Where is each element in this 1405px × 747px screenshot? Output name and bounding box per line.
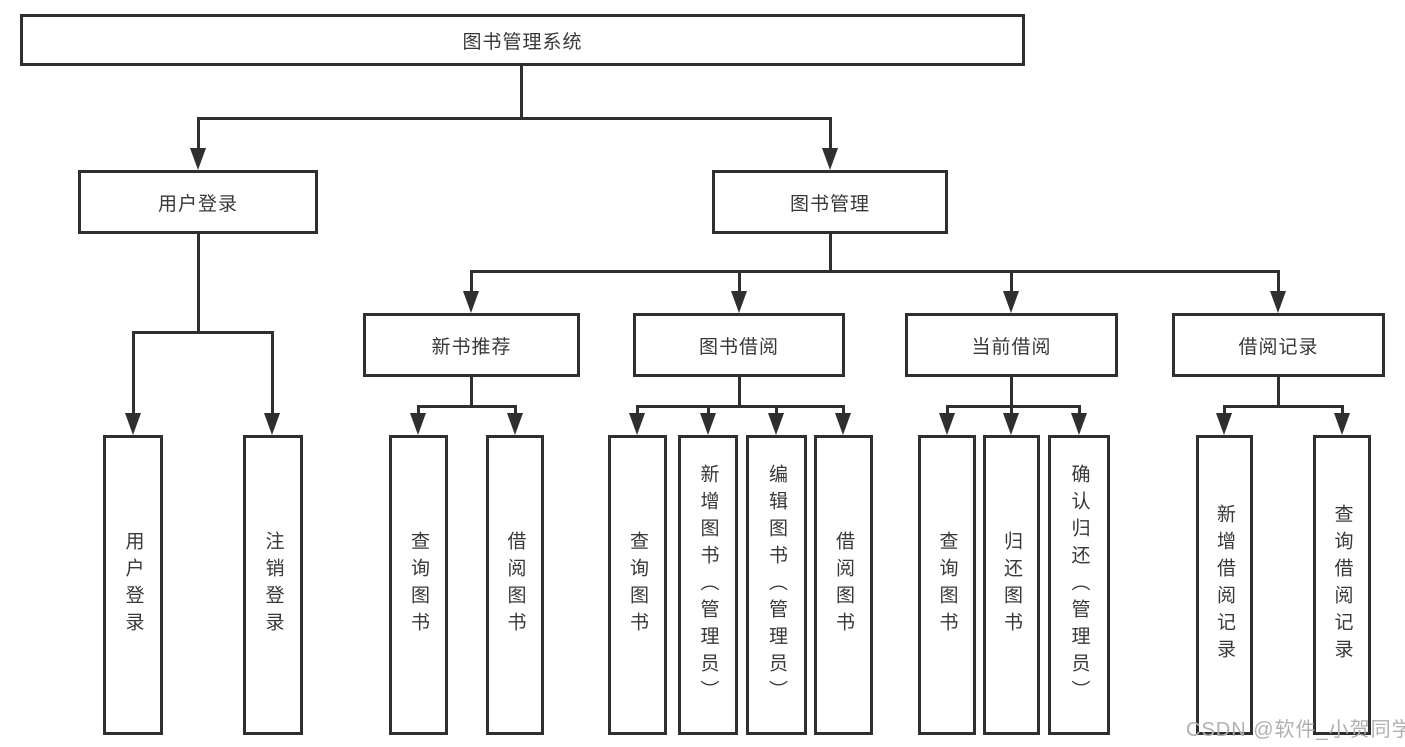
arrowhead-icon: [507, 413, 523, 435]
edge-stub: [514, 405, 517, 415]
arrowhead-icon: [1003, 413, 1019, 435]
arrowhead-icon: [264, 413, 280, 435]
csdn-watermark: CSDN @软件_小贺同学: [1186, 719, 1405, 741]
leaf-add-borrow-record: 新增借阅记录: [1196, 435, 1253, 735]
arrowhead-icon: [410, 413, 426, 435]
edge-new-book-span: [417, 405, 517, 408]
arrowhead-icon: [939, 413, 955, 435]
arrowhead-icon: [1003, 291, 1019, 313]
arrowhead-icon: [731, 291, 747, 313]
edge-current-borrow-span: [946, 405, 1081, 408]
node-new-book-recommend: 新书推荐: [363, 313, 580, 377]
edge-stub: [946, 405, 949, 415]
node-borrow-records: 借阅记录: [1172, 313, 1385, 377]
node-library-management-system: 图书管理系统: [20, 14, 1025, 66]
leaf-logout: 注销登录: [243, 435, 303, 735]
edge-stub: [417, 405, 420, 415]
edge-stub: [842, 405, 845, 415]
edge-borrow-record-span: [1223, 405, 1344, 408]
arrowhead-icon: [1334, 413, 1350, 435]
arrowhead-icon: [1216, 413, 1232, 435]
edge-to-leaf-logout: [271, 331, 274, 415]
arrowhead-icon: [1270, 291, 1286, 313]
arrowhead-icon: [463, 291, 479, 313]
arrowhead-icon: [1071, 413, 1087, 435]
leaf-borrow-books-recommend: 借阅图书: [486, 435, 544, 735]
leaf-borrow-books: 借阅图书: [814, 435, 873, 735]
edge-stub: [775, 405, 778, 415]
edge-stub: [636, 405, 639, 415]
leaf-user-login: 用户登录: [103, 435, 163, 735]
leaf-add-books-admin: 新增图书（管理员）: [678, 435, 738, 735]
edge-to-leaf-user-login: [132, 331, 135, 415]
node-book-management: 图书管理: [712, 170, 948, 234]
edge-stub: [707, 405, 710, 415]
arrowhead-icon: [835, 413, 851, 435]
edge-user-login-span: [132, 331, 274, 334]
edge-book-mgmt-drop: [829, 234, 832, 273]
edge-to-book-borrow: [738, 270, 741, 292]
edge-new-book-drop: [470, 377, 473, 408]
edge-current-borrow-drop: [1010, 377, 1013, 408]
leaf-query-books-borrowing: 查询图书: [608, 435, 667, 735]
edge-book-mgmt-span: [470, 270, 1280, 273]
arrowhead-icon: [700, 413, 716, 435]
leaf-edit-books-admin: 编辑图书（管理员）: [746, 435, 807, 735]
edge-root-drop: [520, 66, 523, 119]
arrowhead-icon: [125, 413, 141, 435]
edge-to-book-mgmt: [829, 117, 832, 150]
arrowhead-icon: [822, 148, 838, 170]
edge-book-borrow-span: [636, 405, 845, 408]
edge-book-borrow-drop: [738, 377, 741, 408]
edge-borrow-record-drop: [1277, 377, 1280, 408]
edge-root-span: [197, 117, 831, 120]
leaf-query-borrow-record: 查询借阅记录: [1313, 435, 1371, 735]
leaf-confirm-return-admin: 确认归还（管理员）: [1048, 435, 1110, 735]
arrowhead-icon: [190, 148, 206, 170]
edge-to-current-borrow: [1010, 270, 1013, 292]
edge-stub: [1341, 405, 1344, 415]
edge-to-user-login: [197, 117, 200, 150]
edge-user-login-drop: [197, 234, 200, 334]
edge-to-borrow-record: [1277, 270, 1280, 292]
edge-to-new-book: [470, 270, 473, 292]
leaf-return-books: 归还图书: [983, 435, 1040, 735]
edge-stub: [1078, 405, 1081, 415]
node-book-borrowing: 图书借阅: [633, 313, 845, 377]
arrowhead-icon: [629, 413, 645, 435]
leaf-query-books-current: 查询图书: [918, 435, 976, 735]
edge-stub: [1223, 405, 1226, 415]
node-current-borrowing: 当前借阅: [905, 313, 1118, 377]
node-user-login: 用户登录: [78, 170, 318, 234]
arrowhead-icon: [768, 413, 784, 435]
leaf-query-books-recommend: 查询图书: [389, 435, 448, 735]
edge-stub: [1010, 405, 1013, 415]
